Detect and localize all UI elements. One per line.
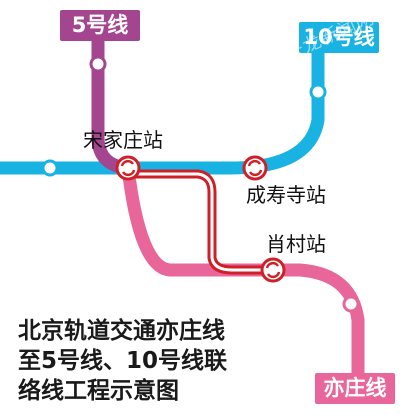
- station-dot-yizhuang: [342, 295, 360, 313]
- interchange-icon-chengshousi: [242, 155, 268, 181]
- map-title: 北京轨道交通亦庄线 至5号线、10号线联 络线工程示意图: [18, 316, 318, 406]
- line-yizhuang-badge: 亦庄线: [315, 373, 395, 404]
- station-dot-line10-north: [309, 83, 327, 101]
- station-dot-line10-west: [41, 159, 59, 177]
- map-title-line-3: 络线工程示意图: [18, 378, 179, 404]
- station-label-chengshousi: 成寿寺站: [246, 183, 326, 207]
- interchange-icon-xiaocun: [260, 257, 286, 283]
- line-10-track: [0, 33, 325, 175]
- line-5-badge: 5号线: [60, 10, 140, 41]
- line-10-badge: 10号线: [299, 22, 379, 53]
- interchange-icon-songjiazhuang: [115, 155, 141, 181]
- station-label-xiaocun: 肖村站: [266, 232, 326, 256]
- station-label-songjiazhuang: 宋家庄站: [83, 128, 163, 152]
- station-dot-line5: [89, 55, 107, 73]
- connector-line-inner: [128, 172, 270, 272]
- map-title-line-2: 至5号线、10号线联: [18, 348, 228, 374]
- map-title-line-1: 北京轨道交通亦庄线: [18, 318, 225, 344]
